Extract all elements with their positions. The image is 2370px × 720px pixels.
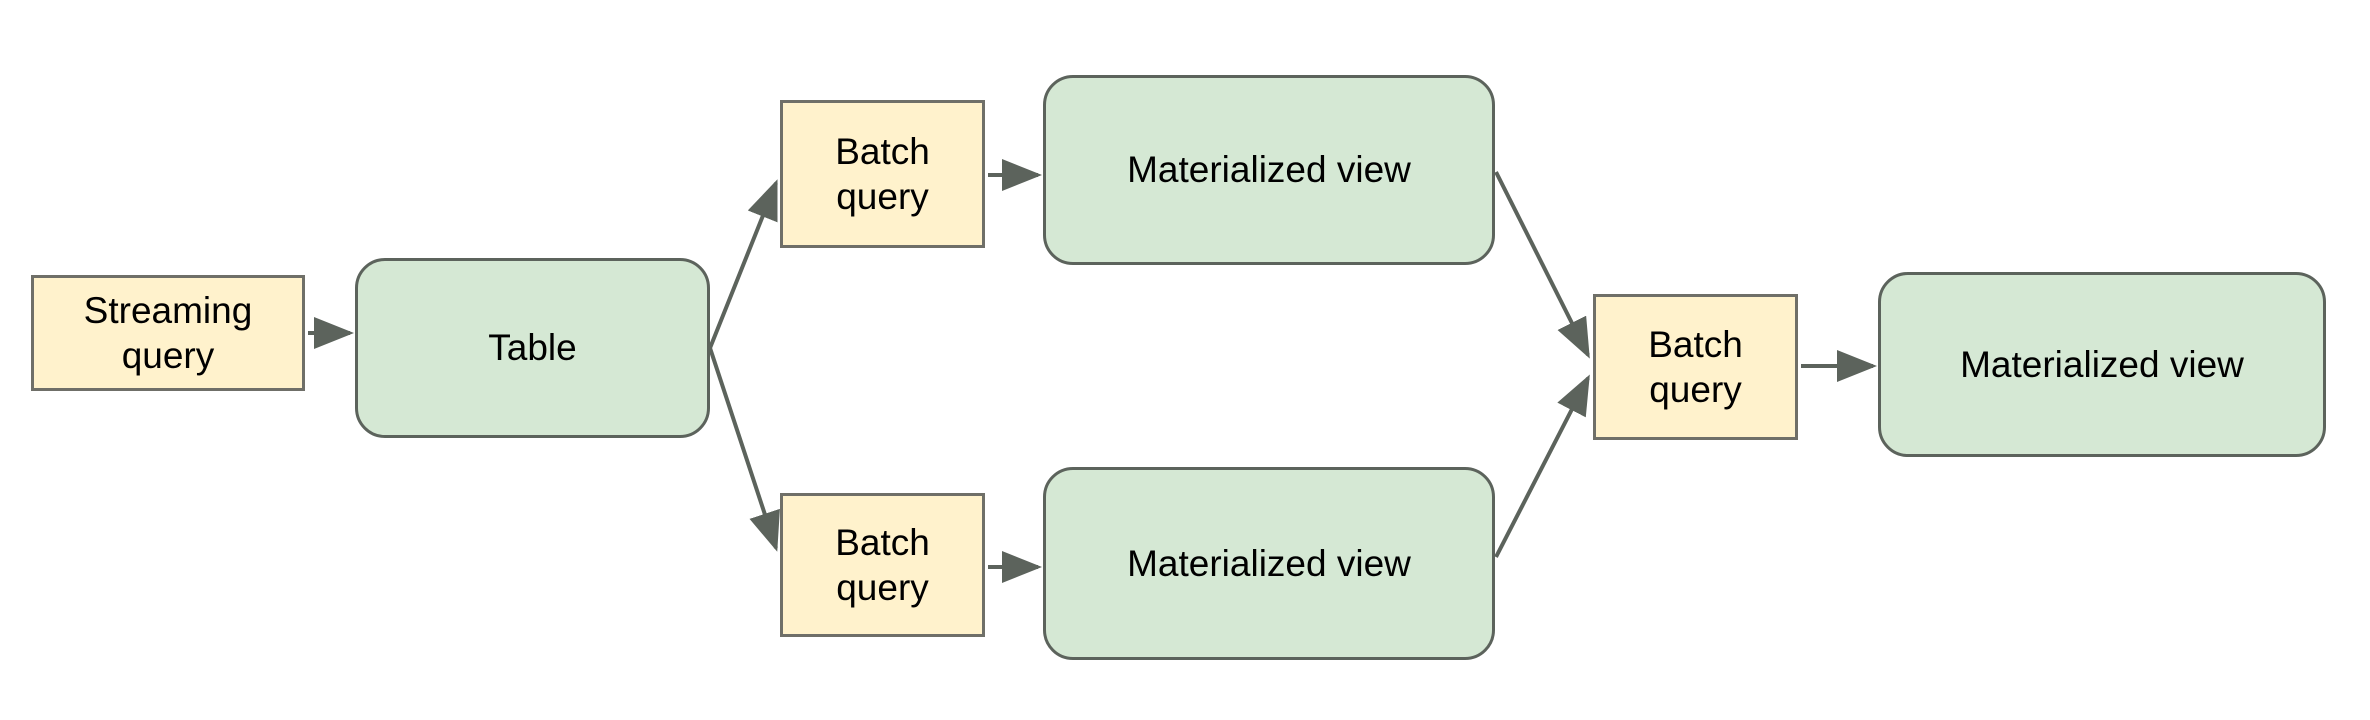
edge-table-to-batch-query-top <box>708 179 778 349</box>
node-batch-query-bottom[interactable]: Batch query <box>780 493 985 637</box>
node-table[interactable]: Table <box>355 258 710 438</box>
node-materialized-view-top[interactable]: Materialized view <box>1043 75 1495 265</box>
edge-table-to-batch-query-bottom <box>708 347 780 552</box>
node-materialized-view-bottom[interactable]: Materialized view <box>1043 467 1495 660</box>
node-streaming-query[interactable]: Streaming query <box>31 275 305 391</box>
node-batch-query-top[interactable]: Batch query <box>780 100 985 248</box>
node-batch-query-merge[interactable]: Batch query <box>1593 294 1798 440</box>
node-materialized-view-final[interactable]: Materialized view <box>1878 272 2326 457</box>
edge-materialized-view-bottom-to-batch-query-merge <box>1494 374 1590 558</box>
edge-materialized-view-top-to-batch-query-merge <box>1494 171 1590 359</box>
